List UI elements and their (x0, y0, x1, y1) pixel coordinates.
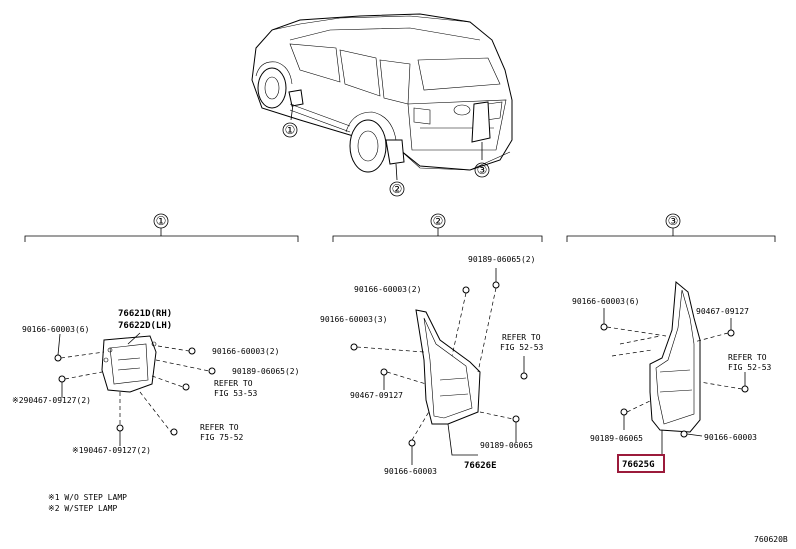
part-label-90166-60003-6: 90166-60003(6) (572, 297, 639, 306)
drawing-id: 760620B (754, 535, 788, 544)
highlight-box (617, 454, 665, 473)
section-1-diagram (54, 332, 216, 446)
part-label-90166-60003: 90166-60003 (384, 467, 437, 476)
part-label-90166-60003: 90166-60003 (704, 433, 757, 442)
refer-fig-53-53: FIG 53-53 (214, 389, 258, 398)
part-label-90166-60003-3: 90166-60003(3) (320, 315, 387, 324)
refer-fig-75-52: FIG 75-52 (200, 433, 244, 442)
part-number-76625G[interactable]: 76625G (622, 460, 655, 470)
refer-text: REFER TO (728, 353, 767, 362)
view-marker-2: ② (392, 182, 403, 196)
part-label-90467-09127: 90467-09127 (696, 307, 749, 316)
vehicle-illustration (251, 13, 513, 181)
section-headers: ① ② ③ (24, 213, 776, 242)
note-1: ※1 W/O STEP LAMP (48, 493, 127, 502)
part-label-90166-60003-2: 90166-60003(2) (354, 285, 421, 294)
part-label-x1-90467-09127-2: ※190467-09127(2) (72, 446, 151, 455)
part-number-76621D-RH: 76621D(RH) (118, 309, 172, 319)
part-label-90189-06065: 90189-06065 (590, 434, 643, 443)
refer-fig-52-53: FIG 52-53 (728, 363, 772, 372)
view-marker-3: ③ (477, 163, 488, 177)
note-2: ※2 W/STEP LAMP (48, 504, 118, 513)
refer-text: REFER TO (502, 333, 541, 342)
view-marker-1: ① (285, 123, 296, 137)
part-label-90189-06065: 90189-06065 (480, 441, 533, 450)
section-3-diagram (600, 281, 749, 454)
part-label-90166-60003-6: 90166-60003(6) (22, 325, 89, 334)
part-label-90467-09127: 90467-09127 (350, 391, 403, 400)
part-label-x2-90467-09127-2: ※290467-09127(2) (12, 396, 91, 405)
part-number-76626E: 76626E (464, 461, 497, 471)
section-3-header: ③ (668, 214, 679, 228)
section-1-header: ① (156, 214, 167, 228)
part-label-90166-60003-2: 90166-60003(2) (212, 347, 279, 356)
part-label-90189-06065-2: 90189-06065(2) (468, 255, 535, 264)
refer-fig-52-53: FIG 52-53 (500, 343, 544, 352)
section-2-header: ② (433, 214, 444, 228)
refer-text-1: REFER TO (214, 379, 253, 388)
section-2-diagram (350, 268, 528, 465)
part-label-90189-06065-2: 90189-06065(2) (232, 367, 299, 376)
refer-text-2: REFER TO (200, 423, 239, 432)
part-number-76622D-LH: 76622D(LH) (118, 321, 172, 331)
